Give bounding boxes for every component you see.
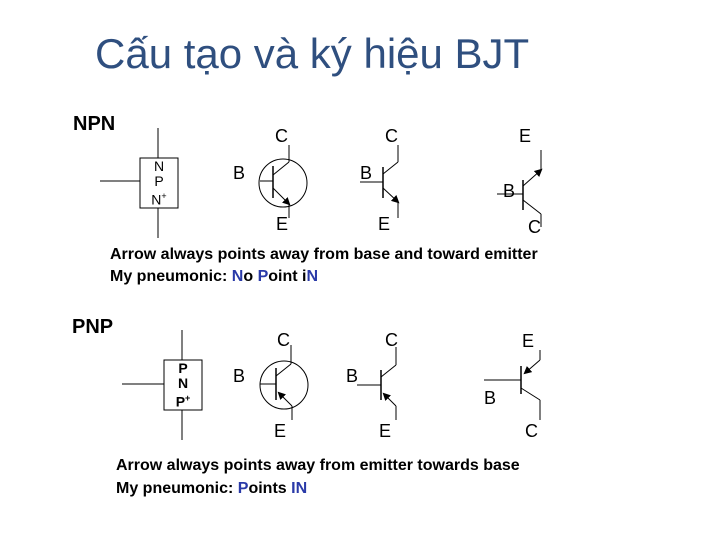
pnp-layer-1: P (178, 360, 188, 376)
npn-layer-3: N+ (151, 191, 167, 208)
npn-note-line2: My pneumonic: No Point iN (110, 268, 319, 285)
npn-layers: N P N+ (140, 159, 178, 208)
pnp-layer-2: N (177, 375, 189, 391)
pnp-s2-base-label: B (346, 366, 359, 386)
pnp-s1-base-label: B (233, 366, 246, 386)
npn-heading: NPN (73, 113, 116, 135)
pnp-s3-emitter-label: E (522, 331, 535, 351)
npn-symbol-2 (360, 145, 400, 218)
npn-s3-emitter-label: E (519, 126, 532, 146)
npn-note-line1: Arrow always points away from base and t… (110, 246, 538, 263)
pnp-symbol-2 (357, 347, 397, 420)
npn-s2-collector-label: C (385, 126, 398, 146)
npn-s1-base-label: B (233, 163, 246, 183)
pnp-s3-base-label: B (484, 388, 497, 408)
pnp-s1-emitter-label: E (274, 421, 287, 441)
npn-symbol-1 (258, 145, 308, 218)
pnp-heading: PNP (72, 316, 114, 338)
npn-s2-base-label: B (360, 163, 373, 183)
pnp-note-line1: Arrow always points away from emitter to… (116, 457, 520, 474)
pnp-layers: P N P+ (164, 361, 202, 410)
pnp-s2-collector-label: C (385, 330, 398, 350)
npn-s3-base-label: B (503, 181, 516, 201)
pnp-s3-collector-label: C (525, 421, 538, 441)
pnp-symbol-3 (484, 350, 541, 420)
pnp-s2-emitter-label: E (379, 421, 392, 441)
npn-s1-emitter-label: E (276, 214, 289, 234)
pnp-s1-collector-label: C (277, 330, 290, 350)
npn-layer-2: P (154, 173, 164, 189)
pnp-symbol-1 (259, 345, 309, 420)
page-title: Cấu tạo và ký hiệu BJT (95, 30, 530, 77)
npn-s1-collector-label: C (275, 126, 288, 146)
npn-s3-collector-label: C (528, 217, 541, 237)
pnp-structure (122, 330, 203, 440)
npn-symbol-3 (497, 150, 543, 227)
npn-layer-1: N (153, 158, 165, 174)
pnp-note-line2: My pneumonic: Points IN (116, 480, 308, 497)
npn-structure (100, 128, 179, 238)
npn-s2-emitter-label: E (378, 214, 391, 234)
pnp-layer-3: P+ (175, 393, 191, 410)
